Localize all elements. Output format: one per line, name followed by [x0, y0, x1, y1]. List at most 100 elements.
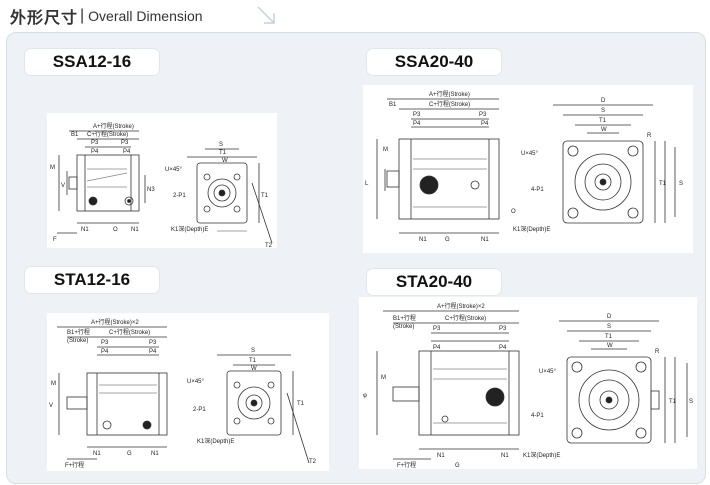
drawing-ssa20-40: A+行程(Stroke) B1 C+行程(Stroke) P3 P3 P4 P4… — [363, 85, 693, 253]
dim-p4: P4 — [413, 121, 421, 127]
dim-stroke: A+行程(Stroke) — [429, 90, 470, 98]
dim-k1: K1深(Depth)E — [197, 437, 234, 445]
section-label-ssa20-40: SSA20-40 — [367, 49, 501, 75]
dim-t1: T1 — [249, 358, 257, 364]
dim-p3: P3 — [433, 326, 441, 332]
dim-f: F — [53, 237, 57, 243]
dim-w: W — [222, 158, 228, 164]
dim-n1-right: N1 — [131, 227, 139, 233]
dim-p3-right: P3 — [149, 340, 157, 346]
dim-p3: P3 — [91, 140, 99, 146]
dim-stroke-paren: (Stroke) — [393, 324, 414, 330]
dim-u45: U×45° — [521, 151, 539, 157]
dim-s-side: S — [689, 399, 693, 405]
dim-p3-right: P3 — [479, 112, 487, 118]
title-english: Overall Dimension — [88, 8, 203, 24]
dim-p4-right: P4 — [123, 149, 131, 155]
dim-v: V — [49, 403, 53, 409]
dim-c-stroke: C+行程(Stroke) — [429, 100, 470, 108]
dim-n1: N1 — [419, 237, 427, 243]
dim-k1: K1深(Depth)E — [523, 451, 560, 459]
drawing-svg: A+行程(Stroke)×2 B1+行程 (Stroke) C+行程(Strok… — [363, 302, 693, 469]
dim-m: M — [51, 381, 56, 387]
dim-t2: T2 — [265, 243, 273, 248]
dim-2p1: 2-P1 — [173, 193, 186, 199]
dim-s: S — [219, 142, 223, 148]
dim-m: M — [383, 147, 388, 153]
dim-s: S — [607, 324, 611, 330]
dim-o: O — [511, 209, 516, 215]
dim-g: G — [445, 237, 450, 243]
corner-arrow-icon — [257, 6, 275, 24]
dim-2p1: 2-P1 — [193, 407, 206, 413]
dim-c-stroke: C+行程(Stroke) — [445, 314, 486, 322]
dim-t1-side: T1 — [669, 399, 677, 405]
dim-k1: K1深(Depth)E — [513, 225, 550, 233]
dim-p4-right: P4 — [149, 349, 157, 355]
dim-4p1: 4-P1 — [531, 413, 544, 419]
dim-u45: U×45° — [165, 167, 183, 173]
drawing-svg: A+行程(Stroke) B1 C+行程(Stroke) P3 P3 P4 P4… — [365, 90, 683, 243]
section-label-text: SSA12-16 — [52, 52, 132, 71]
dim-g: G — [127, 451, 132, 457]
dim-p4: P4 — [101, 349, 109, 355]
dim-d: D — [601, 98, 606, 104]
section-label-sta20-40: STA20-40 — [367, 269, 501, 295]
dim-m: M — [381, 375, 386, 381]
dim-w: W — [601, 127, 607, 133]
dim-d: D — [607, 314, 612, 320]
drawing-svg: A+行程(Stroke) C+行程(Stroke) B1 P3 P3 P4 P4… — [50, 122, 273, 249]
dim-p4: P4 — [433, 345, 441, 351]
dim-t1-side: T1 — [297, 401, 305, 407]
section-label-ssa12-16: SSA12-16 — [25, 49, 159, 75]
dim-p3-right: P3 — [121, 140, 129, 146]
dim-b1-stroke: B1+行程 — [67, 328, 90, 336]
dim-r: R — [655, 349, 660, 355]
dim-w: W — [251, 366, 257, 372]
dim-stroke: A+行程(Stroke) — [93, 122, 134, 130]
dim-n3: N3 — [147, 187, 155, 193]
title-chinese: 外形尺寸 — [10, 10, 79, 27]
dim-u45: U×45° — [539, 369, 557, 375]
dim-f-stroke: F+行程 — [397, 461, 416, 469]
section-label-text: SSA20-40 — [394, 52, 474, 71]
dim-u45: U×45° — [187, 379, 205, 385]
dim-s: S — [251, 348, 255, 354]
dim-b1: B1 — [389, 102, 397, 108]
dim-b1: B1 — [71, 132, 79, 138]
dim-n1: N1 — [81, 227, 89, 233]
dim-stroke-paren: (Stroke) — [67, 338, 88, 344]
dim-n1-right: N1 — [481, 237, 489, 243]
dim-v: V — [61, 183, 65, 189]
dim-t1-side: T1 — [261, 193, 269, 199]
dim-k1: K1深(Depth)E — [171, 225, 208, 233]
page-header: 外形尺寸 | Overall Dimension — [10, 4, 203, 28]
dim-l: L — [365, 181, 369, 187]
section-label-text: STA20-40 — [395, 272, 473, 291]
section-label-text: STA12-16 — [53, 270, 131, 289]
dim-4p1: 4-P1 — [531, 187, 544, 193]
dim-b1-stroke: B1+行程 — [393, 314, 416, 322]
section-label-sta12-16: STA12-16 — [25, 267, 159, 293]
dim-t1: T1 — [219, 150, 227, 156]
dim-c-stroke: C+行程(Stroke) — [109, 328, 150, 336]
dim-stroke-x2: A+行程(Stroke)×2 — [437, 302, 485, 310]
title-separator: | — [80, 7, 85, 24]
drawing-svg: A+行程(Stroke)×2 B1+行程 (Stroke) C+行程(Strok… — [49, 318, 317, 469]
dim-w: W — [607, 343, 613, 349]
dim-r: R — [647, 133, 652, 139]
dim-p4-right: P4 — [499, 345, 507, 351]
dim-m: M — [50, 165, 55, 171]
dim-o: O — [113, 227, 118, 233]
dimension-panel: SSA12-16 — [6, 32, 706, 484]
dim-n1-right: N1 — [151, 451, 159, 457]
dim-n1-right: N1 — [501, 453, 509, 459]
dim-t1: T1 — [599, 118, 607, 124]
dim-p3-right: P3 — [499, 326, 507, 332]
dim-p4-right: P4 — [481, 121, 489, 127]
dim-p3: P3 — [101, 340, 109, 346]
dim-s: S — [601, 108, 605, 114]
drawing-sta20-40: A+行程(Stroke)×2 B1+行程 (Stroke) C+行程(Strok… — [359, 297, 697, 469]
dim-t2: T2 — [309, 459, 317, 465]
dim-t1-side: T1 — [659, 181, 667, 187]
